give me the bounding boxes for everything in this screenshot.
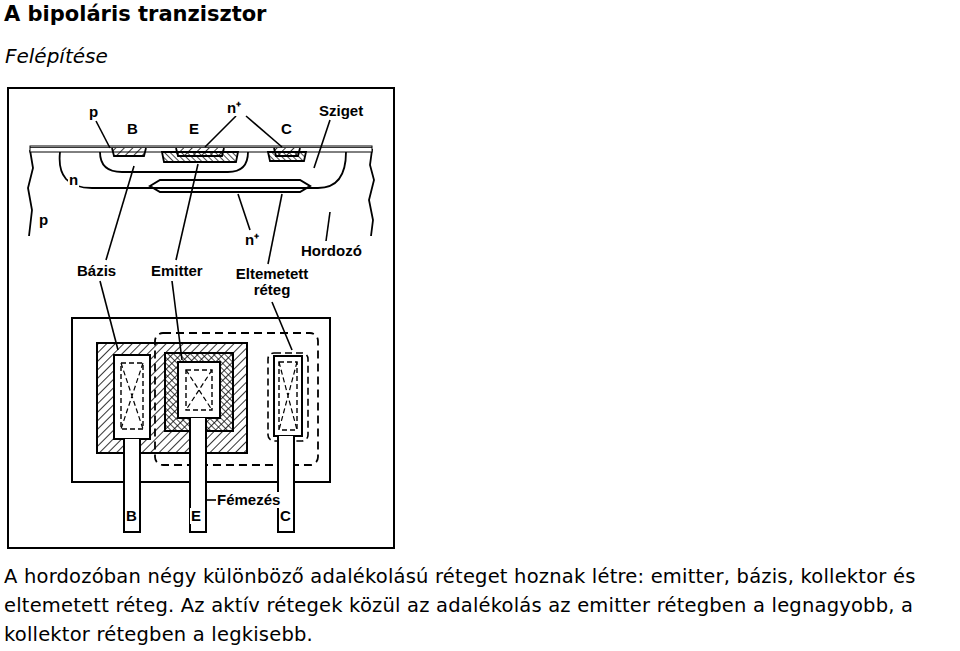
region-letter: p <box>88 104 99 120</box>
region-name: Hordozó <box>300 243 363 259</box>
terminal-letter: E <box>188 121 200 137</box>
region-letter: n <box>68 172 79 188</box>
part-name: Emitter <box>150 263 204 279</box>
terminal-letter: B <box>126 121 139 137</box>
part-name: Bázis <box>76 263 117 279</box>
terminal-letter: C <box>280 121 293 137</box>
leader-lines <box>96 116 330 500</box>
doping-label: n⁺ <box>226 100 242 116</box>
body-paragraph: A hordozóban négy különböző adalékolású … <box>4 562 956 649</box>
part-name: Fémezés <box>216 492 281 508</box>
cross-section <box>28 146 374 236</box>
page-title: A bipoláris tranzisztor <box>4 2 266 26</box>
terminal-letter: B <box>125 508 138 524</box>
region-letter: p <box>38 212 49 228</box>
terminal-letter: C <box>279 508 292 524</box>
terminal-letter: E <box>190 508 202 524</box>
doping-label: n⁺ <box>244 232 260 248</box>
part-name: Eltemetett réteg <box>230 266 314 298</box>
region-name: Sziget <box>318 103 364 119</box>
subtitle: Felépítése <box>4 44 109 68</box>
figure-frame <box>8 88 394 548</box>
